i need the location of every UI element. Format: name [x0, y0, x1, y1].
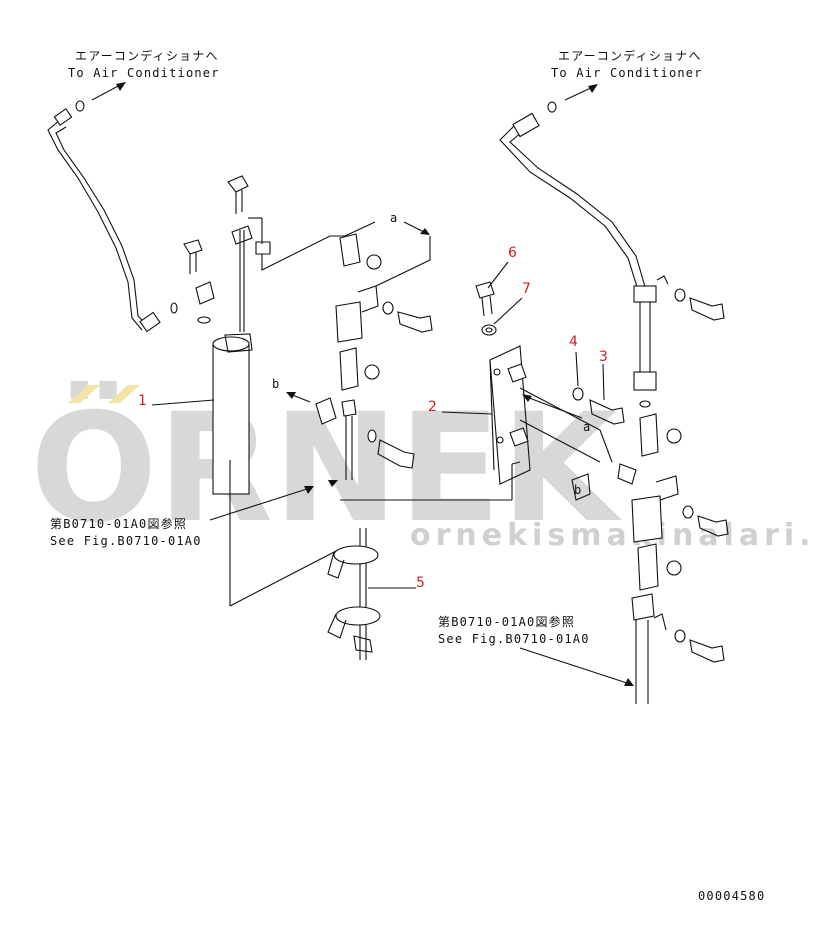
washer-7	[481, 324, 497, 336]
to-ac-right-jp: エアーコンディショナへ	[558, 48, 702, 63]
bolt-3	[589, 399, 625, 425]
callout-3: 3	[599, 349, 608, 365]
watermark-accent-2	[108, 385, 140, 403]
o-ring-left-top	[75, 100, 85, 112]
connection-lines-upper	[261, 221, 431, 287]
figure-code: 00004580	[698, 889, 765, 903]
bracket	[489, 345, 637, 501]
label-b: b	[272, 377, 280, 391]
callout-2: 2	[428, 399, 437, 415]
callout-4: 4	[569, 334, 578, 350]
arrow-a-mid	[523, 395, 583, 419]
callout-1: 1	[138, 393, 147, 409]
callout-6: 6	[508, 245, 517, 261]
callout-5: 5	[416, 575, 425, 591]
to-ac-left-jp: エアーコンディショナへ	[75, 48, 219, 63]
o-ring-left-lower	[170, 302, 178, 314]
o-ring-right-top	[547, 101, 557, 113]
to-ac-left-en: To Air Conditioner	[68, 66, 220, 80]
ref-left-en: See Fig.B0710-01A0	[50, 534, 202, 548]
right-hose-bolts	[674, 288, 729, 663]
hose-fitting-upper	[633, 285, 657, 303]
arrow-ref-left	[209, 480, 338, 521]
center-pipe	[229, 399, 521, 607]
callout-leaders	[151, 261, 605, 589]
arrow-b	[286, 392, 337, 425]
receiver-drier	[212, 217, 271, 495]
label-a-top: a	[390, 211, 398, 225]
hose-fitting-lower	[633, 371, 657, 391]
to-ac-right-en: To Air Conditioner	[551, 66, 703, 80]
label-a-mid: a	[583, 420, 591, 434]
right-hose	[499, 84, 669, 408]
ref-right-jp: 第B0710-01A0図参照	[438, 614, 575, 629]
left-fittings-stack	[335, 233, 433, 391]
label-b-mid: b	[574, 483, 582, 497]
washer-4	[572, 387, 584, 401]
arrow-ref-right	[519, 647, 634, 686]
left-hose	[47, 82, 178, 333]
bolt-6	[475, 281, 495, 317]
drier-bolts	[183, 175, 249, 324]
arrow-to-ac-left	[91, 83, 123, 101]
right-fittings-stack	[631, 413, 682, 704]
callout-7: 7	[522, 281, 531, 297]
ref-left-jp: 第B0710-01A0図参照	[50, 516, 187, 531]
watermark-accent-1	[68, 385, 100, 403]
watermark-url: ornekismakinalari.com.tr	[410, 518, 815, 553]
ref-right-en: See Fig.B0710-01A0	[438, 632, 590, 646]
